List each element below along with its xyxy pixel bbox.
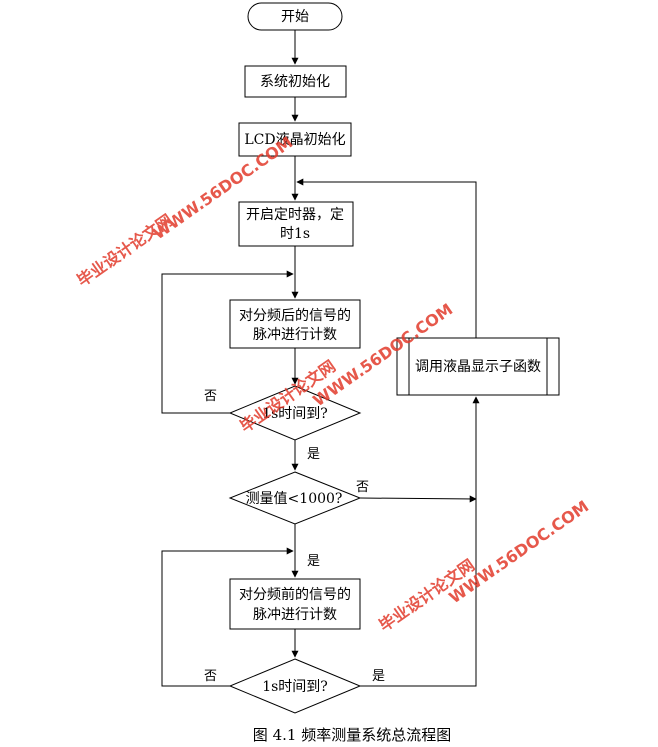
count-before-label-2: 脉冲进行计数	[253, 607, 337, 623]
edge-time2-no-loop	[161, 547, 294, 687]
start-timer-label-1: 开启定时器，定	[246, 207, 344, 223]
init-lcd-label: LCD液晶初始化	[244, 131, 345, 148]
edge-time2-yes	[360, 396, 480, 687]
decision-time2	[228, 658, 362, 714]
edge-value-no	[359, 495, 477, 503]
time1-no-label: 否	[204, 389, 217, 404]
display-call-box	[396, 337, 560, 396]
time2-no-label: 否	[204, 669, 217, 684]
watermark-text: WWW.56DOC.COM	[445, 497, 592, 608]
time2-yes-label: 是	[372, 669, 385, 684]
start-label: 开始	[281, 9, 309, 25]
start-timer-label-2: 时1s	[280, 226, 310, 242]
count-before-label-1: 对分频前的信号的	[239, 586, 351, 603]
value-yes-label: 是	[307, 554, 320, 569]
decision-value-label: 测量值<1000?	[246, 491, 343, 507]
value-no-label: 否	[356, 480, 369, 495]
decision-time1-label: 1s时间到?	[262, 406, 328, 422]
display-call-label: 调用液晶显示子函数	[415, 359, 541, 375]
init-system-label: 系统初始化	[260, 73, 330, 90]
init-system-box	[244, 65, 347, 98]
decision-time2-label: 1s时间到?	[262, 679, 328, 695]
watermark-text: 毕业设计论文网	[73, 210, 176, 290]
count-divided-label-1: 对分频后的信号的	[239, 308, 351, 324]
start-timer-box	[238, 201, 354, 247]
time1-yes-label: 是	[307, 447, 320, 462]
count-divided-label-2: 脉冲进行计数	[253, 327, 337, 343]
edge-display-loop	[296, 178, 477, 338]
count-divided-box	[229, 299, 361, 349]
figure-caption: 图 4.1 频率测量系统总流程图	[253, 726, 451, 744]
edge-time1-no-loop	[161, 270, 294, 414]
